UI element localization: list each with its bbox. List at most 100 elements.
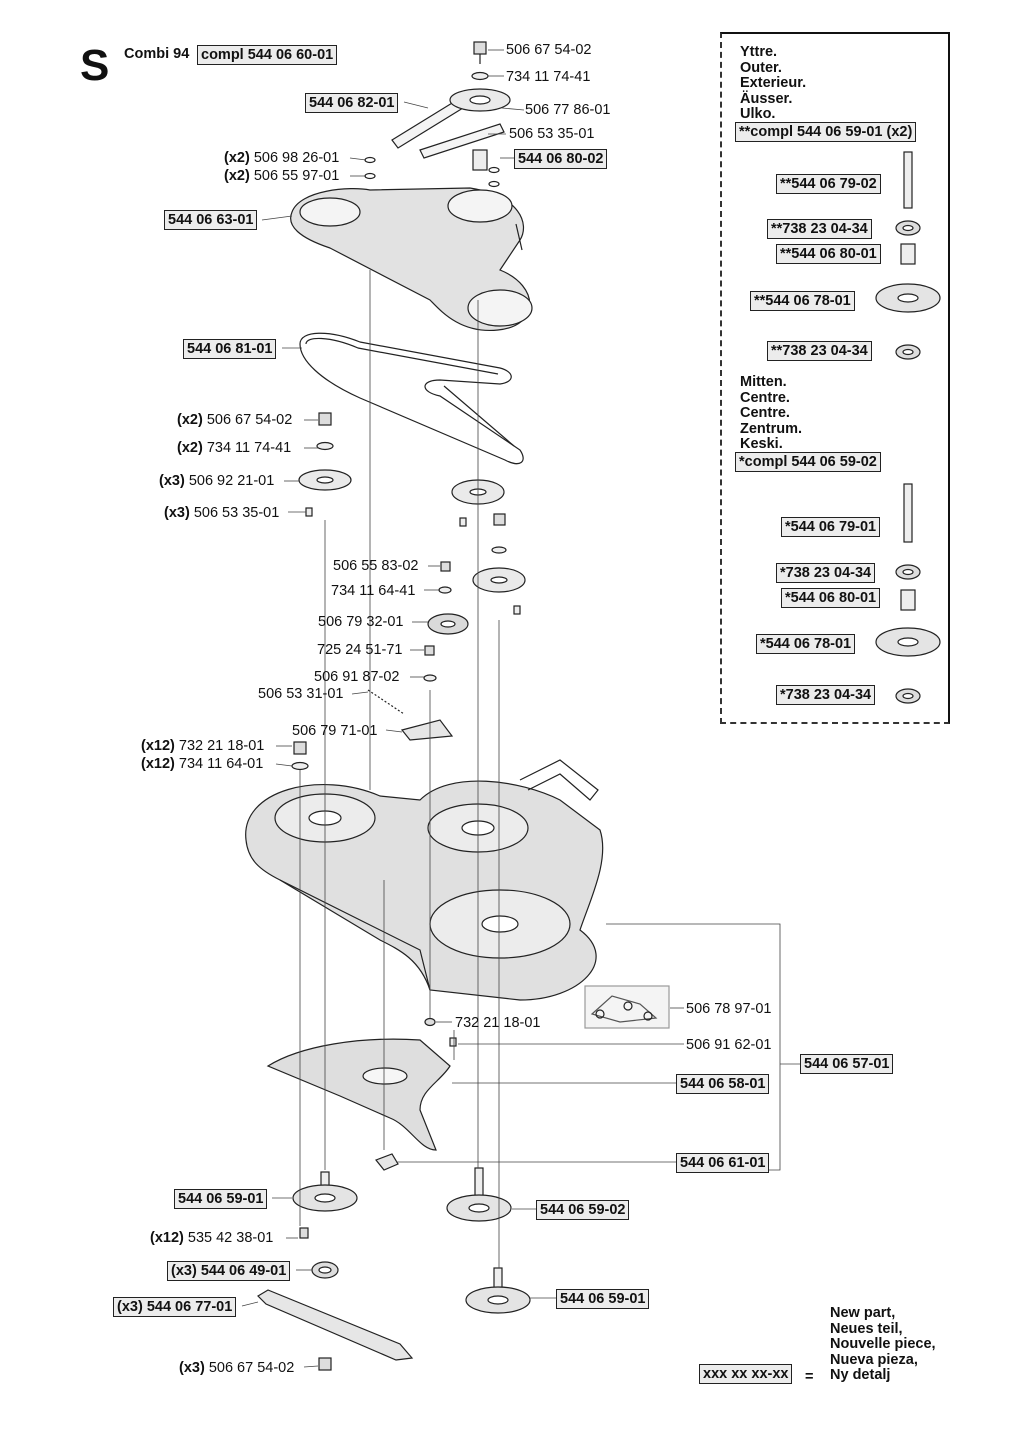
middle-name: Centre. (740, 405, 790, 421)
outer-part: **544 06 78-01 (750, 291, 855, 311)
part-label-boxed: 544 06 59-02 (536, 1200, 630, 1220)
part-label-boxed: 544 06 58-01 (676, 1074, 770, 1094)
middle-name: Zentrum. (740, 420, 803, 437)
part-label: 506 91 87-02 (314, 669, 400, 685)
legend-text: New part, Neues teil, Nouvelle piece, Nu… (830, 1305, 936, 1384)
belt-routing-diagram (584, 985, 670, 1029)
qty: (x2) (224, 150, 250, 166)
part-label: (x3) 506 67 54-02 (179, 1359, 294, 1377)
part-label: 725 24 51-71 (317, 642, 403, 658)
spindle-inset-panel (720, 32, 950, 724)
qty: (x3) (164, 505, 190, 521)
tensioner-assembly (367, 561, 469, 741)
bracket (375, 1153, 399, 1171)
part-label-boxed: 544 06 57-01 (800, 1054, 894, 1074)
left-spindle (292, 1171, 358, 1279)
part-label-boxed: 544 06 61-01 (676, 1153, 770, 1173)
legend-line: New part, (830, 1305, 896, 1321)
part-label: 506 53 35-01 (509, 126, 595, 142)
qty: (x3) (179, 1360, 205, 1376)
part-label: (x3) 506 53 35-01 (164, 504, 279, 522)
legend-line: Neues teil, (830, 1320, 903, 1337)
part-label: (x12) 535 42 38-01 (150, 1229, 273, 1247)
part-label-boxed: (x3) 544 06 49-01 (167, 1261, 291, 1281)
middle-name: Keski. (740, 436, 783, 452)
legend-equals: = (805, 1369, 814, 1385)
part-label-boxed: 544 06 80-02 (514, 149, 608, 169)
qty: (x2) (177, 412, 203, 428)
part-label: 734 11 64-41 (331, 583, 416, 599)
model-name: Combi 94 (124, 46, 190, 62)
top-bolt (471, 41, 489, 81)
middle-names: Mitten. Centre. Centre. Zentrum. Keski. (740, 374, 803, 453)
left-pulley-stack (298, 412, 352, 517)
outer-names: Yttre. Outer. Exterieur. Äusser. Ulko. (740, 44, 807, 123)
outer-part: **544 06 80-01 (776, 244, 881, 264)
middle-compl-part: *compl 544 06 59-02 (735, 452, 881, 472)
part-label: 506 79 32-01 (318, 614, 404, 630)
drive-belt (299, 332, 524, 465)
part-number: 506 67 54-02 (206, 412, 293, 428)
qty: (x12) (141, 756, 175, 772)
qty: (x12) (150, 1230, 184, 1246)
part-label: 506 53 31-01 (258, 686, 344, 702)
part-number: 734 11 64-01 (178, 756, 264, 772)
middle-part: *738 23 04-34 (776, 563, 876, 583)
outer-part: **738 23 04-34 (767, 341, 872, 361)
part-label: (x12) 734 11 64-01 (141, 755, 263, 773)
part-label: (x2) 506 98 26-01 (224, 149, 339, 167)
compl-part-number: compl 544 06 60-01 (197, 45, 338, 65)
inset-spindle-parts (875, 151, 941, 704)
top-pulley (449, 88, 511, 112)
legend-line: Ny detalj (830, 1367, 891, 1383)
spacer (472, 149, 488, 171)
part-label: 506 91 62-01 (686, 1037, 772, 1053)
qty: (x12) (141, 738, 175, 754)
part-label-boxed: 544 06 59-01 (174, 1189, 268, 1209)
right-pulley-stack (472, 513, 526, 615)
part-label: (x3) 506 92 21-01 (159, 472, 274, 490)
part-label: (x2) 734 11 74-41 (177, 439, 291, 457)
legend-line: Nueva pieza, (830, 1351, 918, 1368)
right-spindle (465, 1267, 531, 1314)
middle-part: *544 06 78-01 (756, 634, 856, 654)
new-part-code-example: xxx xx xx-xx (699, 1364, 793, 1384)
middle-name: Centre. (740, 389, 790, 406)
qty: (x2) (177, 440, 203, 456)
part-label: (x12) 732 21 18-01 (141, 737, 264, 755)
part-label: 506 78 97-01 (686, 1001, 772, 1017)
legend-line: Nouvelle piece, (830, 1336, 936, 1352)
part-label: 506 77 86-01 (525, 102, 611, 118)
outer-part: **544 06 79-02 (776, 174, 881, 194)
part-label: 734 11 74-41 (506, 69, 591, 85)
outer-compl-part: **compl 544 06 59-01 (x2) (735, 122, 917, 142)
outer-name: Outer. (740, 59, 782, 76)
part-number: 506 55 97-01 (253, 168, 340, 184)
middle-part: *544 06 79-01 (781, 517, 881, 537)
baffle (266, 1038, 451, 1151)
outer-part: **738 23 04-34 (767, 219, 872, 239)
blade (257, 1289, 414, 1361)
part-label: (x2) 506 67 54-02 (177, 411, 292, 429)
belt-segment (419, 123, 505, 159)
part-label: 506 55 83-02 (333, 558, 419, 574)
middle-name: Mitten. (740, 374, 787, 390)
part-label: 506 67 54-02 (506, 42, 592, 58)
outer-name: Äusser. (740, 90, 793, 107)
belt-cover (290, 187, 533, 332)
part-label: 732 21 18-01 (455, 1015, 541, 1031)
outer-name: Exterieur. (740, 75, 807, 91)
middle-part: *544 06 80-01 (781, 588, 881, 608)
part-number: 506 53 35-01 (193, 505, 280, 521)
cutting-deck (245, 759, 604, 1001)
part-label-boxed: (x3) 544 06 77-01 (113, 1297, 237, 1317)
part-label-boxed: 544 06 82-01 (305, 93, 399, 113)
section-letter: S (80, 41, 110, 90)
outer-name: Ulko. (740, 106, 776, 122)
outer-name: Yttre. (740, 44, 778, 60)
part-number: 506 92 21-01 (188, 473, 275, 489)
part-label: (x2) 506 55 97-01 (224, 167, 339, 185)
qty: (x3) (159, 473, 185, 489)
middle-spindle (446, 1167, 512, 1222)
